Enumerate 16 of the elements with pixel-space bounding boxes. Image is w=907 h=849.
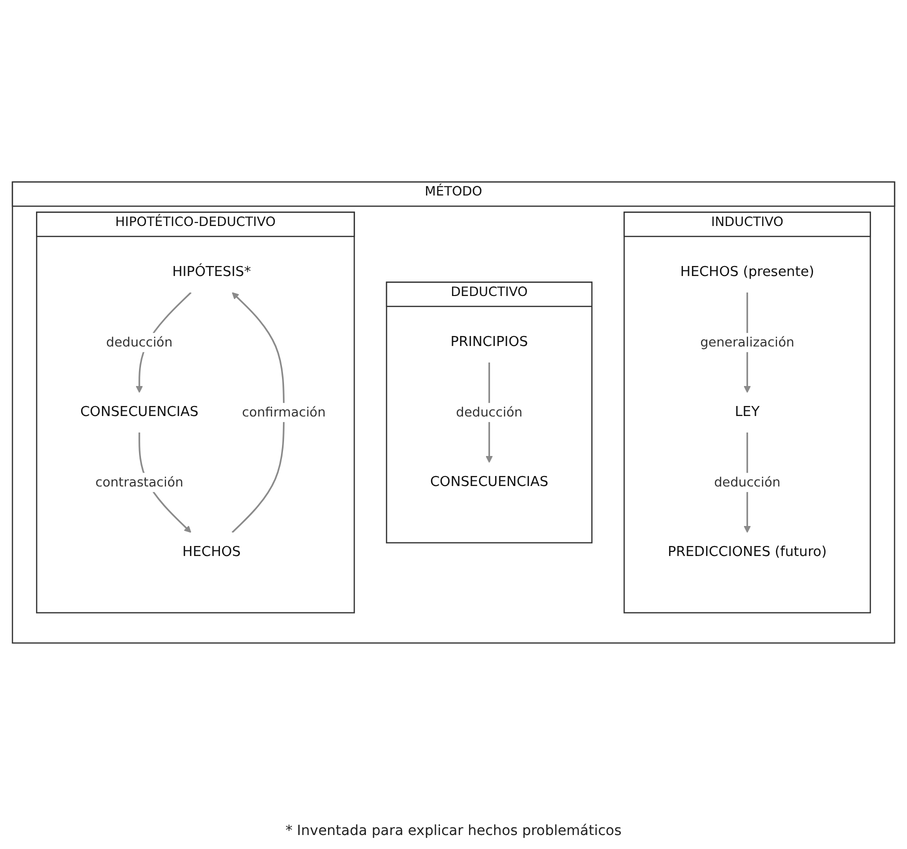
footnote: * Inventada para explicar hechos problemáticos: [285, 823, 622, 839]
node-text: CONSECUENCIAS: [430, 474, 548, 490]
edge-label: contrastación: [95, 474, 184, 490]
edge-label: generalización: [700, 334, 794, 350]
node-text: HECHOS (presente): [680, 264, 814, 280]
node-text: PRINCIPIOS: [450, 334, 528, 350]
node-text: HIPÓTESIS*: [172, 264, 251, 280]
node-text: HECHOS: [182, 544, 241, 560]
edge-label: deducción: [106, 334, 173, 350]
node-text: PREDICCIONES (futuro): [668, 544, 827, 560]
node-text: LEY: [734, 404, 760, 420]
arrow: [232, 292, 285, 534]
node-text: CONSECUENCIAS: [80, 404, 198, 420]
edge-label: deducción: [456, 404, 522, 420]
edge-label: confirmación: [242, 404, 326, 420]
edge-label: deducción: [714, 474, 780, 490]
